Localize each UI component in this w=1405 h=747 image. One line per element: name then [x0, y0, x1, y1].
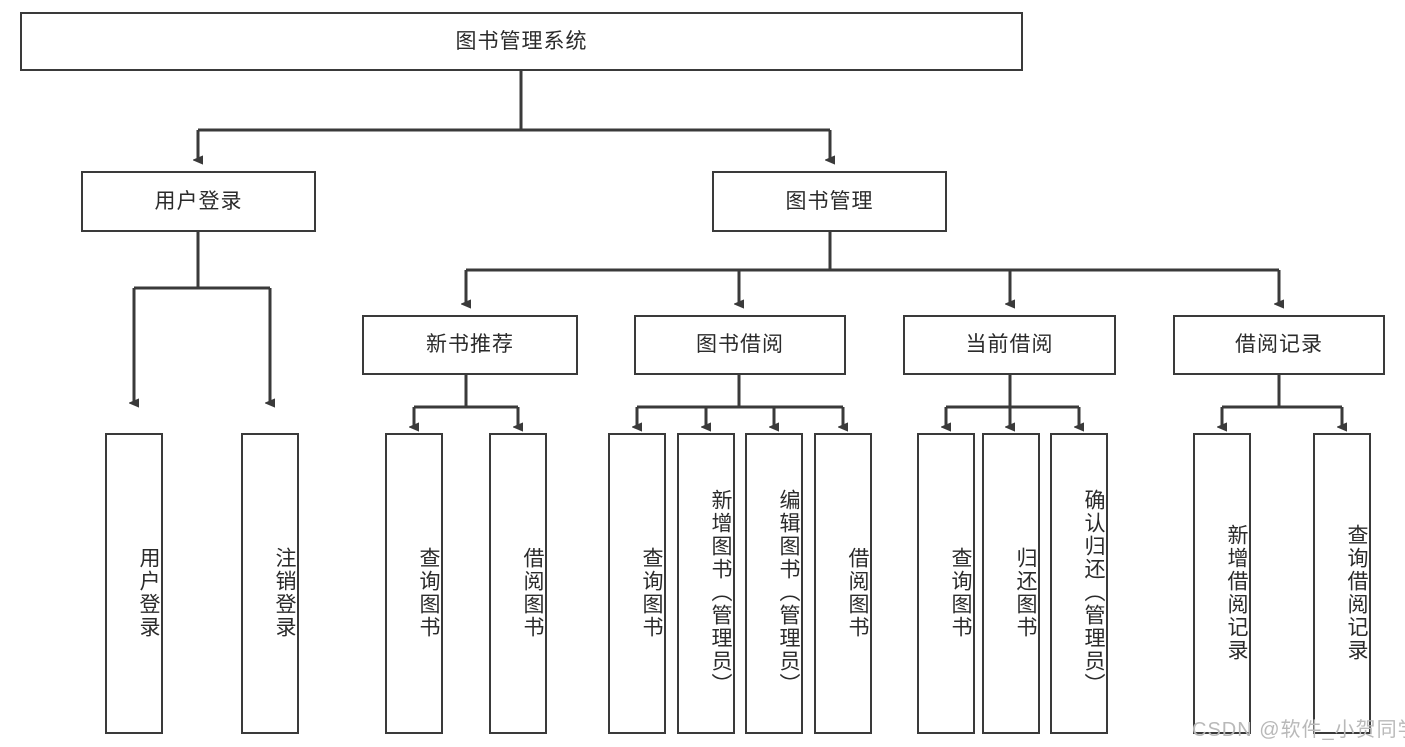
leaf-recommend-borrow-book[interactable]: 借阅图书 — [489, 433, 547, 734]
node-root-label: 图书管理系统 — [455, 29, 588, 53]
node-user-login-label: 用户登录 — [154, 189, 243, 213]
node-book-borrow[interactable]: 图书借阅 — [634, 315, 846, 375]
leaf-current-return-book-label: 归还图书 — [1014, 546, 1037, 639]
leaf-borrow-borrow-book[interactable]: 借阅图书 — [814, 433, 872, 734]
leaf-user-logout-label: 注销登录 — [273, 546, 296, 639]
node-root[interactable]: 图书管理系统 — [20, 12, 1023, 71]
leaf-user-login-label: 用户登录 — [137, 546, 160, 639]
leaf-borrow-query-book[interactable]: 查询图书 — [608, 433, 666, 734]
node-book-management-label: 图书管理 — [785, 189, 874, 213]
leaf-record-query-label: 查询借阅记录 — [1345, 523, 1368, 662]
node-user-login[interactable]: 用户登录 — [81, 171, 316, 232]
leaf-borrow-edit-book-admin[interactable]: 编辑图书（管理员） — [745, 433, 803, 734]
leaf-current-query-book[interactable]: 查询图书 — [917, 433, 975, 734]
leaf-recommend-borrow-book-label: 借阅图书 — [521, 546, 544, 639]
leaf-record-query[interactable]: 查询借阅记录 — [1313, 433, 1371, 734]
leaf-borrow-add-book-admin[interactable]: 新增图书（管理员） — [677, 433, 735, 734]
leaf-borrow-add-book-admin-label: 新增图书（管理员） — [709, 489, 732, 696]
leaf-user-logout[interactable]: 注销登录 — [241, 433, 299, 734]
leaf-borrow-query-book-label: 查询图书 — [640, 546, 663, 639]
leaf-user-login[interactable]: 用户登录 — [105, 433, 163, 734]
leaf-current-confirm-return-admin[interactable]: 确认归还（管理员） — [1050, 433, 1108, 734]
node-current-borrow[interactable]: 当前借阅 — [903, 315, 1116, 375]
node-new-book-recommend-label: 新书推荐 — [426, 333, 514, 357]
leaf-borrow-edit-book-admin-label: 编辑图书（管理员） — [777, 489, 800, 696]
leaf-current-return-book[interactable]: 归还图书 — [982, 433, 1040, 734]
leaf-record-add-label: 新增借阅记录 — [1225, 523, 1248, 662]
watermark: CSDN @软件_小贺同学 — [1192, 719, 1405, 741]
node-new-book-recommend[interactable]: 新书推荐 — [362, 315, 578, 375]
leaf-recommend-query-book-label: 查询图书 — [417, 546, 440, 639]
leaf-current-confirm-return-admin-label: 确认归还（管理员） — [1082, 489, 1105, 696]
leaf-record-add[interactable]: 新增借阅记录 — [1193, 433, 1251, 734]
node-book-borrow-label: 图书借阅 — [696, 333, 784, 357]
node-borrow-record-label: 借阅记录 — [1235, 333, 1323, 357]
leaf-borrow-borrow-book-label: 借阅图书 — [846, 546, 869, 639]
leaf-current-query-book-label: 查询图书 — [949, 546, 972, 639]
node-borrow-record[interactable]: 借阅记录 — [1173, 315, 1385, 375]
node-book-management[interactable]: 图书管理 — [712, 171, 947, 232]
leaf-recommend-query-book[interactable]: 查询图书 — [385, 433, 443, 734]
node-current-borrow-label: 当前借阅 — [965, 333, 1054, 357]
